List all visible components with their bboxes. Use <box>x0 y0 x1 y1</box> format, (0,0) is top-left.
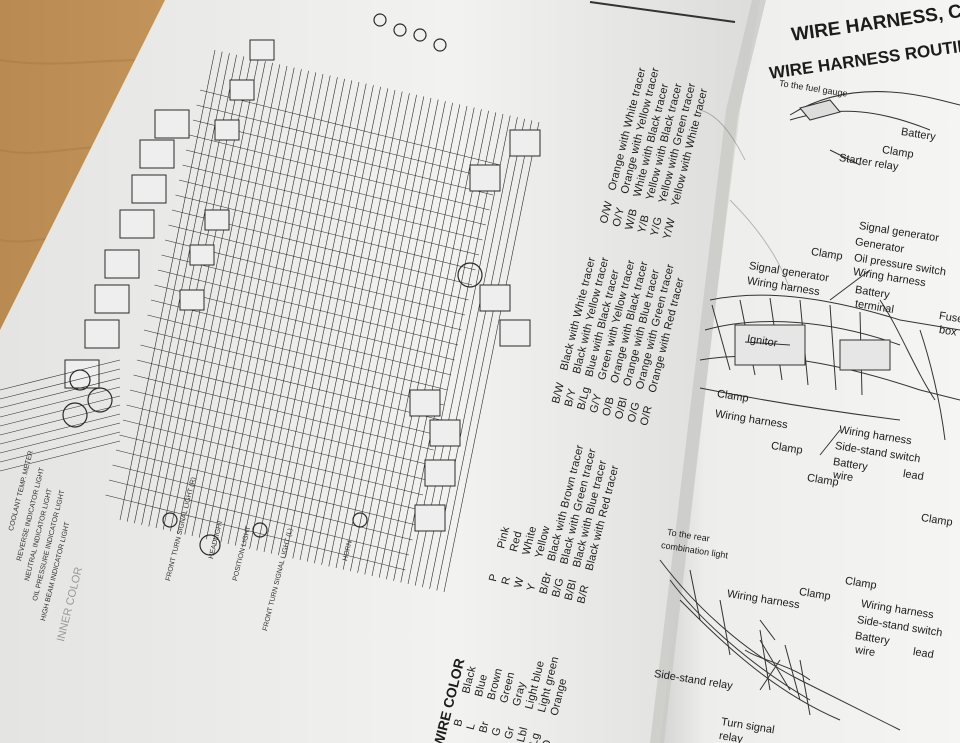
label-box: box <box>938 324 958 339</box>
book-spine <box>650 0 766 743</box>
harness-routing-diagram <box>659 91 960 731</box>
right-page <box>660 0 960 743</box>
left-page <box>0 0 760 743</box>
wiring-schematic <box>0 13 541 593</box>
